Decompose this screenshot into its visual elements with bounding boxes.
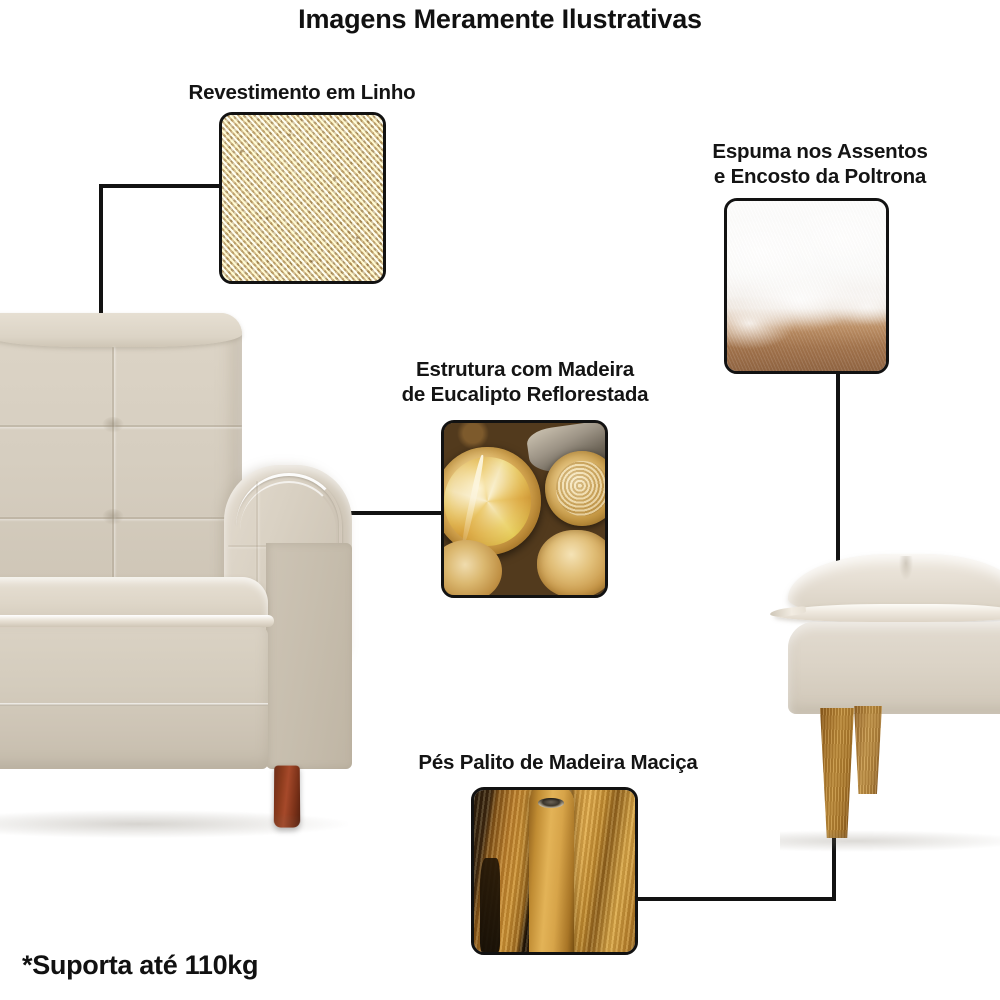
- feature-label-pes-line1: Pés Palito de Madeira Maciça: [418, 751, 698, 774]
- connector-line-pes-vertical: [832, 808, 836, 900]
- connector-line-linho-vertical: [99, 184, 103, 341]
- armchair-armrest-seam: [256, 481, 258, 631]
- connector-line-madeira-horizontal: [281, 511, 442, 515]
- connector-line-espuma-vertical: [836, 372, 840, 610]
- armchair-tuft-button: [102, 509, 124, 525]
- armchair-base-seam: [0, 703, 268, 706]
- ottoman-wooden-leg: [820, 708, 854, 838]
- weight-capacity-note: *Suporta até 110kg: [22, 950, 259, 980]
- ottoman-wooden-leg: [854, 706, 882, 794]
- ottoman-cushion-welt: [774, 604, 1000, 622]
- swatch-pes: [471, 787, 638, 955]
- feature-label-espuma: Espuma nos Assentos e Encosto da Poltron…: [660, 139, 980, 189]
- solid-wood-tapered-legs-icon: [474, 790, 635, 952]
- product-image-ottoman: [769, 548, 1000, 868]
- armchair-side-panel: [266, 543, 352, 769]
- armchair-armrest-piping: [236, 473, 342, 581]
- ottoman-floor-shadow: [780, 830, 1000, 852]
- armchair-seat-piping: [0, 615, 274, 627]
- armchair-tuft-button: [102, 417, 124, 433]
- swatch-madeira: [441, 420, 608, 598]
- feature-label-espuma-line2: e Encosto da Poltrona: [713, 165, 927, 188]
- page-title: Imagens Meramente Ilustrativas: [298, 4, 702, 34]
- stacked-eucalyptus-logs-icon: [444, 423, 605, 595]
- armchair-floor-shadow: [0, 810, 348, 838]
- white-foam-fiber-icon: [727, 201, 886, 371]
- product-image-armchair: [0, 305, 368, 850]
- feature-label-linho-line1: Revestimento em Linho: [188, 81, 416, 104]
- connector-line-linho-horizontal: [101, 184, 221, 188]
- swatch-espuma: [724, 198, 889, 374]
- linen-fabric-texture-icon: [222, 115, 383, 281]
- feature-label-espuma-line1: Espuma nos Assentos: [712, 140, 928, 163]
- armchair-backrest-top-roll: [0, 313, 242, 347]
- feature-label-linho: Revestimento em Linho: [143, 80, 461, 105]
- swatch-linho: [219, 112, 386, 284]
- feature-label-pes: Pés Palito de Madeira Maciça: [348, 750, 768, 775]
- connector-line-pes-horizontal: [638, 897, 836, 901]
- ottoman-body: [788, 622, 1000, 714]
- armchair-backrest: [0, 313, 242, 613]
- feature-label-madeira: Estrutura com Madeira de Eucalipto Reflo…: [366, 357, 684, 407]
- armchair-base: [0, 627, 268, 769]
- armchair-tufting-seam: [112, 347, 114, 609]
- feature-label-madeira-line2: de Eucalipto Reflorestada: [401, 383, 649, 406]
- feature-label-madeira-line1: Estrutura com Madeira: [416, 358, 634, 381]
